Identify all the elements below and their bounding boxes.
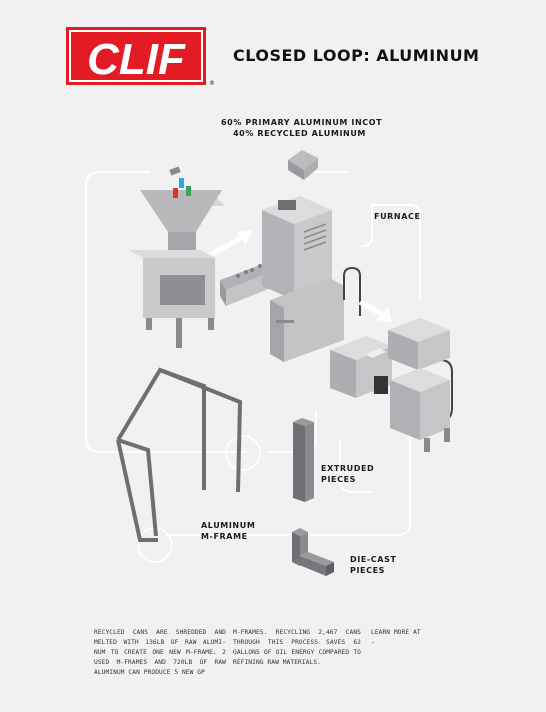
- furnace-label: FURNACE: [374, 212, 421, 221]
- extrusion-machine: [388, 318, 450, 452]
- learn-more-link[interactable]: -: [371, 639, 375, 646]
- ingot: [288, 150, 318, 170]
- body-text-column-1: RECYCLED CANS ARE SHREDDED AND MELTED WI…: [94, 629, 226, 676]
- extruded-piece: [293, 418, 314, 502]
- body-text-column-2: M-FRAMES. RECYCLING 2,467 CANS THROUGH T…: [233, 629, 361, 666]
- die-cast-label-line1: DIE-CAST: [350, 555, 397, 564]
- registered-mark: ®: [209, 80, 214, 87]
- clif-logo: CLIF ®: [66, 27, 214, 87]
- extruded-label: EXTRUDED PIECES: [321, 463, 374, 485]
- page-title: CLOSED LOOP: ALUMINUM: [233, 46, 480, 65]
- ingot-label-line1: 60% PRIMARY ALUMINUM INCOT: [221, 118, 383, 127]
- furnace-machine: [262, 196, 344, 362]
- recycled-cans: [169, 166, 191, 198]
- logo-text: CLIF: [87, 35, 186, 84]
- logo-background: [66, 27, 206, 85]
- m-frame-label-line2: M-FRAME: [201, 532, 248, 541]
- die-cast-piece: [292, 528, 334, 576]
- loop-node-1: [225, 435, 261, 471]
- learn-more: LEARN MORE AT -: [371, 628, 461, 648]
- die-cast-label-line2: PIECES: [350, 566, 386, 575]
- die-cast-label: DIE-CAST PIECES: [350, 554, 396, 576]
- ingot-label: 60% PRIMARY ALUMINUM INCOT 40% RECYCLED …: [221, 117, 382, 139]
- aluminum-m-frame: [116, 367, 243, 542]
- shredder-machine: [128, 190, 225, 348]
- extruded-label-line2: PIECES: [321, 475, 357, 484]
- m-frame-label-line1: ALUMINUM: [201, 521, 256, 530]
- arrow-icon: [358, 300, 392, 322]
- die-cast-machine: [330, 336, 392, 398]
- arrow-icon: [210, 230, 252, 256]
- learn-more-label: LEARN MORE AT: [371, 629, 421, 636]
- ingot-label-line2: 40% RECYCLED ALUMINUM: [233, 129, 366, 138]
- extruded-label-line1: EXTRUDED: [321, 464, 375, 473]
- logo-border: [69, 30, 203, 82]
- m-frame-label: ALUMINUM M-FRAME: [201, 520, 255, 542]
